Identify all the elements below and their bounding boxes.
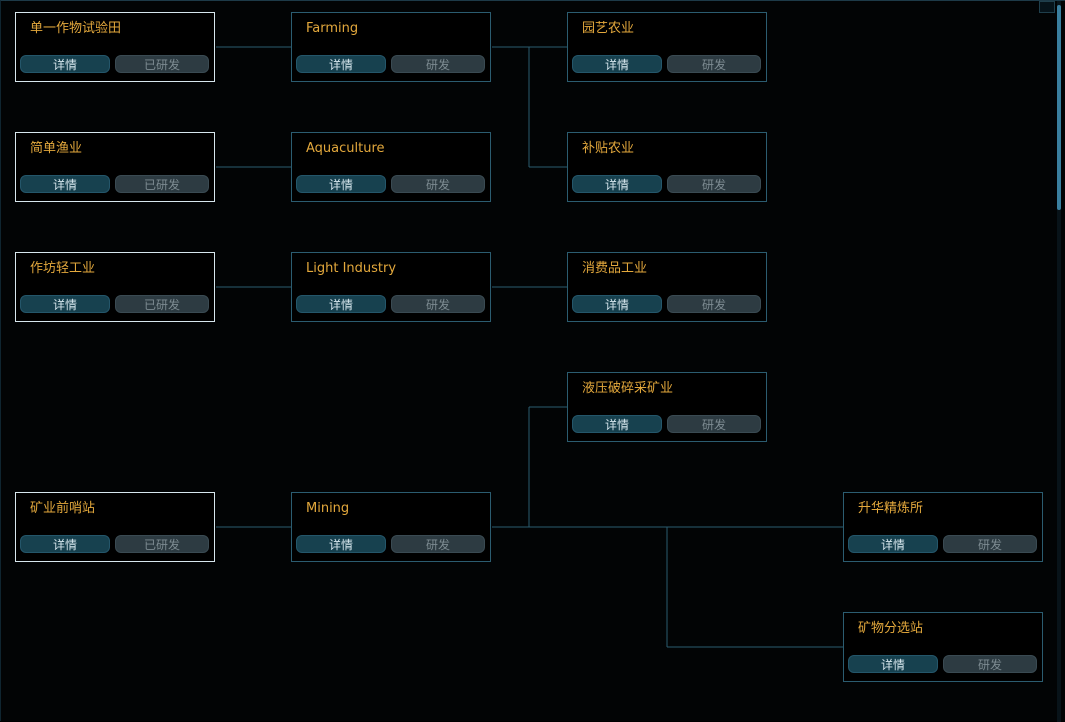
tech-node-hydraulic-mining[interactable]: 液压破碎采矿业 详情 研发 <box>567 372 767 442</box>
research-button[interactable]: 研发 <box>391 175 485 193</box>
details-button[interactable]: 详情 <box>296 535 386 553</box>
tech-node-title: Aquaculture <box>306 141 385 156</box>
research-button[interactable]: 研发 <box>667 295 761 313</box>
details-button[interactable]: 详情 <box>572 175 662 193</box>
vertical-scrollbar[interactable] <box>1057 1 1061 722</box>
scrollbar-thumb[interactable] <box>1057 5 1061 210</box>
tech-node-mineral-sorting[interactable]: 矿物分选站 详情 研发 <box>843 612 1043 682</box>
research-button[interactable]: 研发 <box>943 535 1037 553</box>
tech-node-aquaculture[interactable]: Aquaculture 详情 研发 <box>291 132 491 202</box>
tech-node-title: Mining <box>306 501 350 516</box>
tech-node-horticulture[interactable]: 园艺农业 详情 研发 <box>567 12 767 82</box>
details-button[interactable]: 详情 <box>296 55 386 73</box>
tech-node-single-crop[interactable]: 单一作物试验田 详情 已研发 <box>15 12 215 82</box>
details-button[interactable]: 详情 <box>296 295 386 313</box>
details-button[interactable]: 详情 <box>20 55 110 73</box>
tech-node-farming[interactable]: Farming 详情 研发 <box>291 12 491 82</box>
details-button[interactable]: 详情 <box>296 175 386 193</box>
tech-node-title: 消费品工业 <box>582 261 648 276</box>
details-button[interactable]: 详情 <box>572 295 662 313</box>
tech-node-simple-fishing[interactable]: 简单渔业 详情 已研发 <box>15 132 215 202</box>
tech-node-title: 液压破碎采矿业 <box>582 381 674 396</box>
details-button[interactable]: 详情 <box>848 655 938 673</box>
details-button[interactable]: 详情 <box>572 415 662 433</box>
research-button[interactable]: 研发 <box>667 415 761 433</box>
research-button[interactable]: 研发 <box>391 295 485 313</box>
researched-button[interactable]: 已研发 <box>115 535 209 553</box>
tech-node-consumer-goods[interactable]: 消费品工业 详情 研发 <box>567 252 767 322</box>
tech-node-title: Farming <box>306 21 359 36</box>
tech-node-subsidized-farming[interactable]: 补贴农业 详情 研发 <box>567 132 767 202</box>
tech-node-mining[interactable]: Mining 详情 研发 <box>291 492 491 562</box>
tech-node-title: 简单渔业 <box>30 141 83 156</box>
research-button[interactable]: 研发 <box>667 175 761 193</box>
details-button[interactable]: 详情 <box>20 175 110 193</box>
details-button[interactable]: 详情 <box>572 55 662 73</box>
details-button[interactable]: 详情 <box>848 535 938 553</box>
researched-button[interactable]: 已研发 <box>115 175 209 193</box>
research-button[interactable]: 研发 <box>943 655 1037 673</box>
tech-node-title: 作坊轻工业 <box>30 261 96 276</box>
tech-node-mining-outpost[interactable]: 矿业前哨站 详情 已研发 <box>15 492 215 562</box>
details-button[interactable]: 详情 <box>20 535 110 553</box>
research-button[interactable]: 研发 <box>391 535 485 553</box>
tech-node-sublimation-refinery[interactable]: 升华精炼所 详情 研发 <box>843 492 1043 562</box>
tech-node-title: 矿物分选站 <box>858 621 924 636</box>
details-button[interactable]: 详情 <box>20 295 110 313</box>
tech-node-light-industry[interactable]: Light Industry 详情 研发 <box>291 252 491 322</box>
researched-button[interactable]: 已研发 <box>115 55 209 73</box>
tech-node-title: 升华精炼所 <box>858 501 924 516</box>
tech-node-title: 矿业前哨站 <box>30 501 96 516</box>
researched-button[interactable]: 已研发 <box>115 295 209 313</box>
tech-node-workshop-light-industry[interactable]: 作坊轻工业 详情 已研发 <box>15 252 215 322</box>
tech-node-title: 园艺农业 <box>582 21 635 36</box>
tech-node-title: Light Industry <box>306 261 397 276</box>
research-button[interactable]: 研发 <box>391 55 485 73</box>
tech-node-title: 单一作物试验田 <box>30 21 122 36</box>
tech-node-title: 补贴农业 <box>582 141 635 156</box>
research-button[interactable]: 研发 <box>667 55 761 73</box>
corner-close-button[interactable] <box>1039 1 1055 13</box>
